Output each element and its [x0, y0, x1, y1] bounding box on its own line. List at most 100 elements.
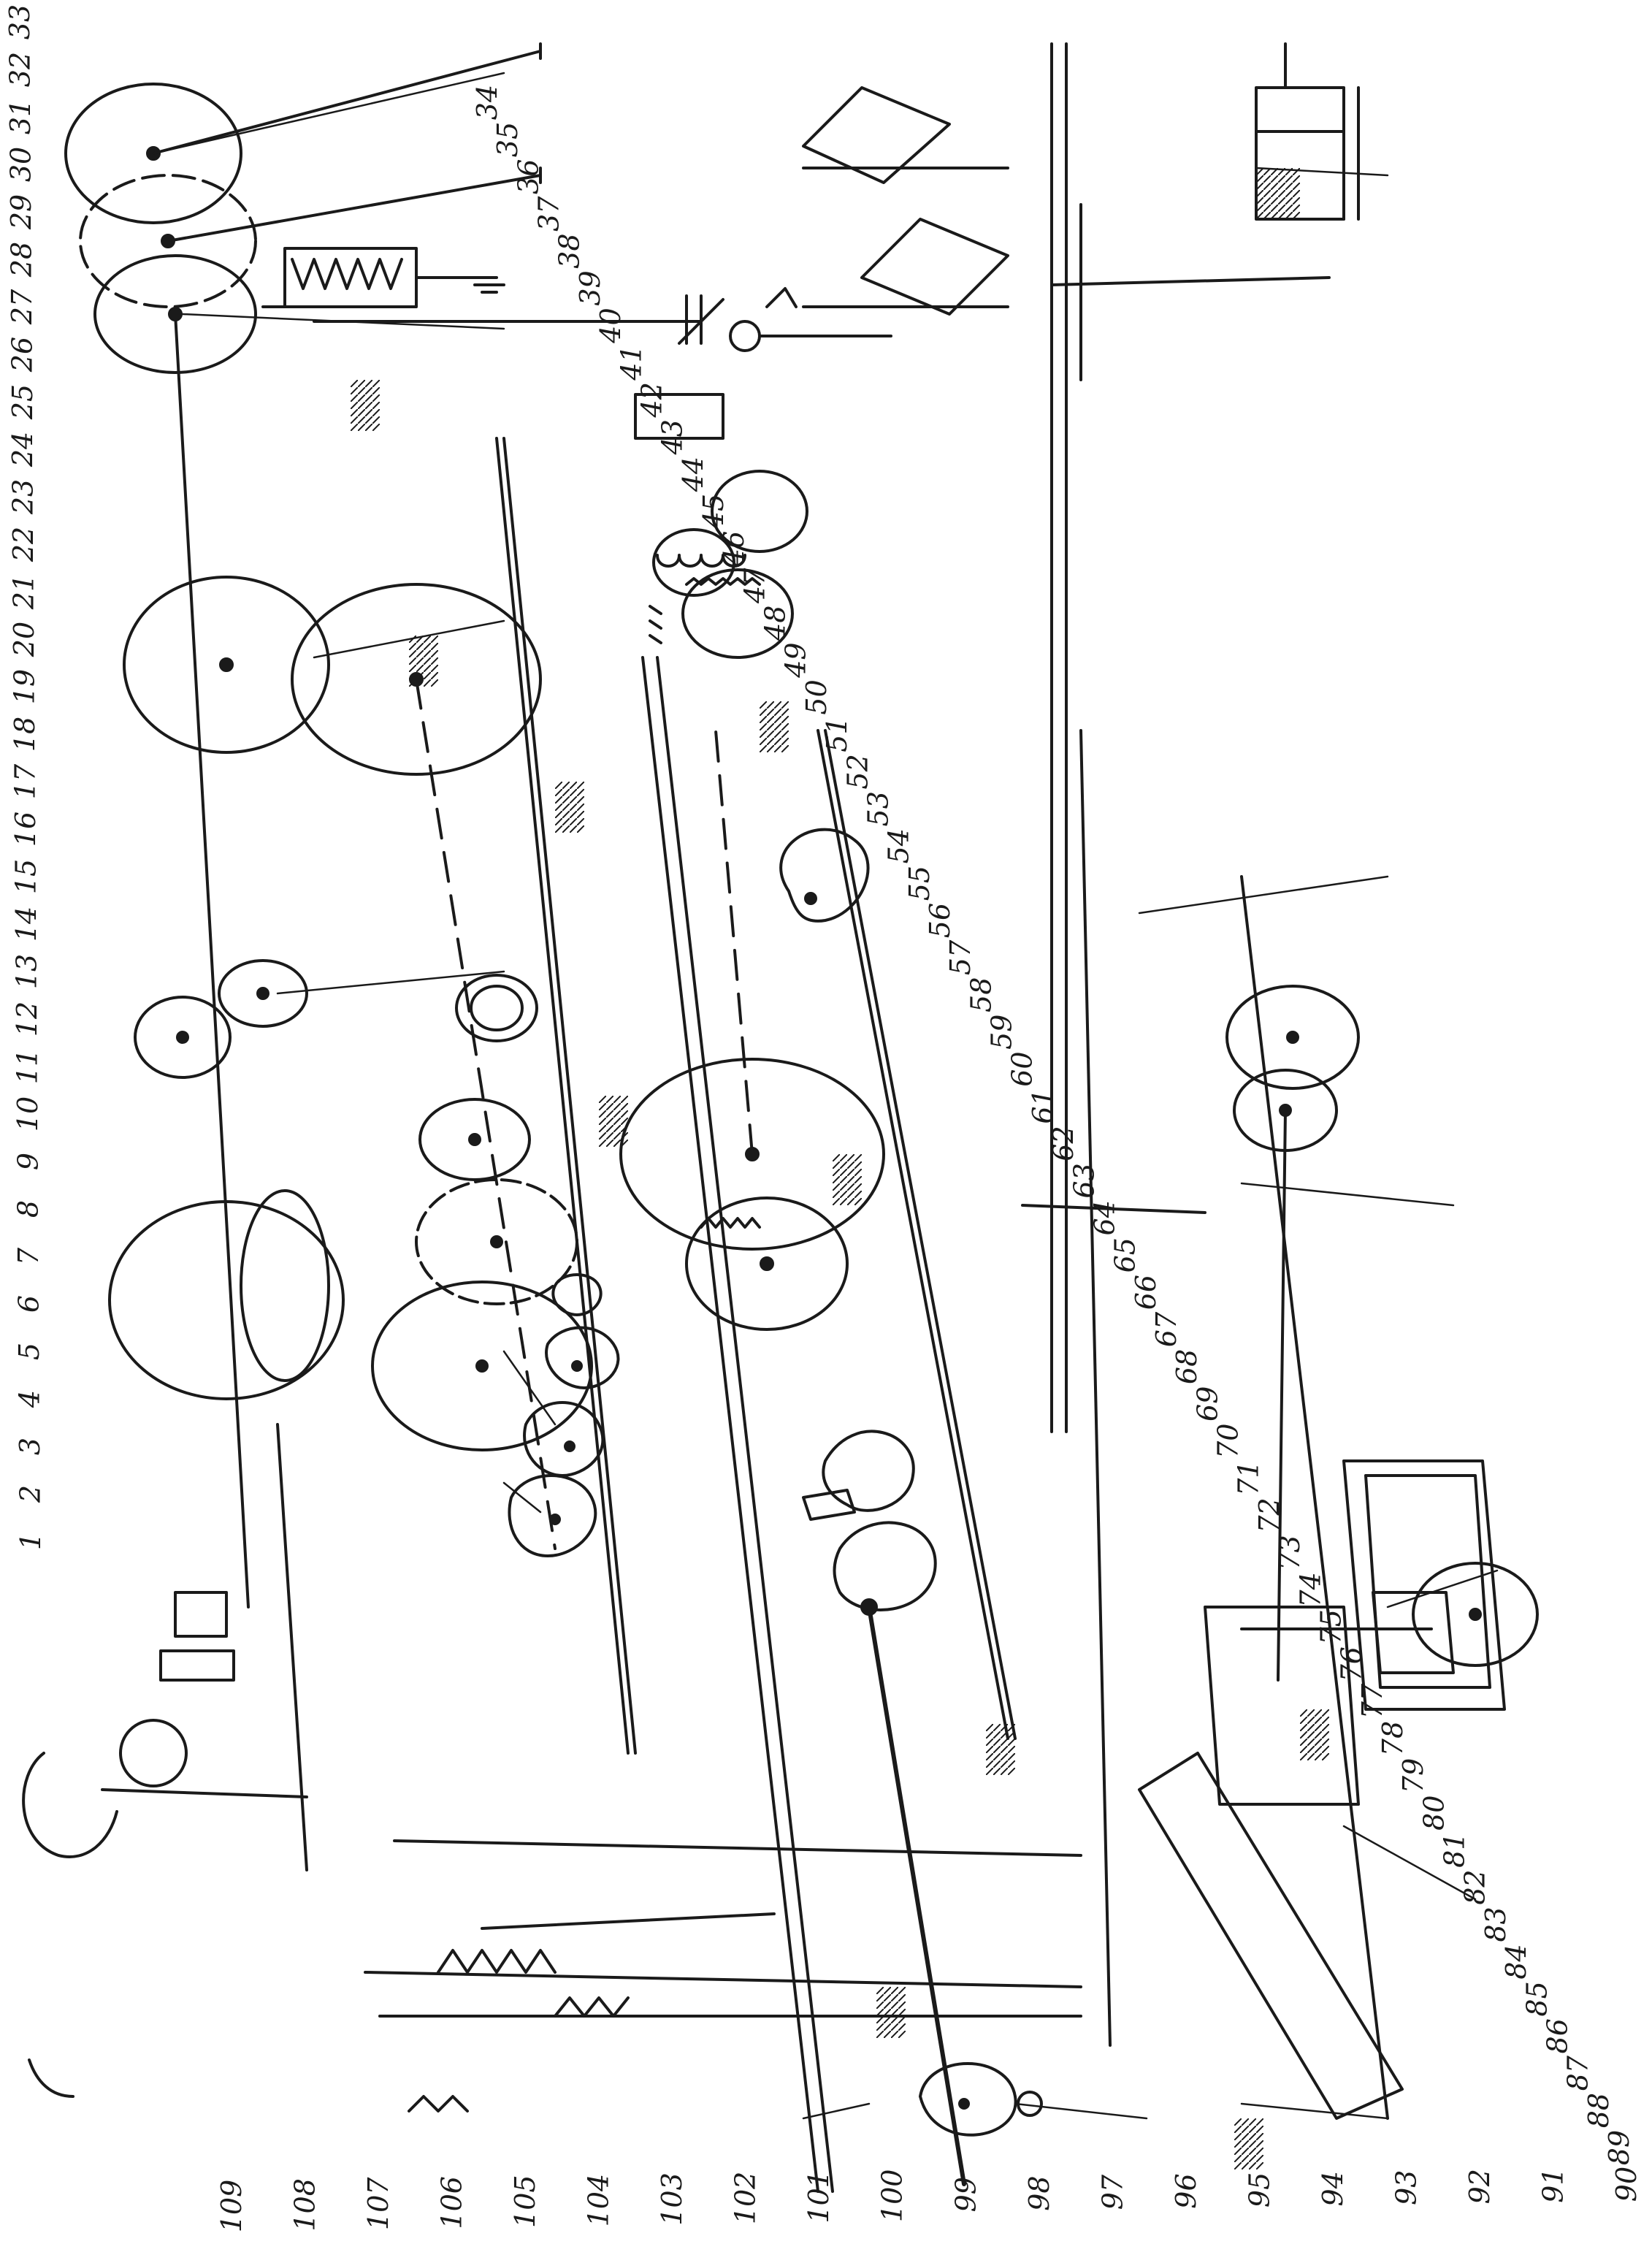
part-label-39: 39	[574, 270, 606, 305]
part-label-63: 63	[1068, 1163, 1100, 1198]
part-label-96: 96	[1170, 2173, 1202, 2208]
part-label-2: 2	[15, 1485, 47, 1503]
part-label-70: 70	[1212, 1424, 1244, 1459]
part-label-94: 94	[1317, 2171, 1349, 2206]
part-label-107: 107	[362, 2177, 394, 2230]
part-label-53: 53	[863, 791, 895, 826]
part-label-77: 77	[1356, 1683, 1388, 1719]
part-label-44: 44	[677, 457, 709, 492]
part-label-82: 82	[1459, 1869, 1491, 1904]
part-label-104: 104	[583, 2174, 615, 2227]
part-label-24: 24	[7, 432, 39, 468]
part-label-8: 8	[12, 1200, 45, 1218]
part-label-106: 106	[436, 2176, 468, 2229]
part-label-81: 81	[1439, 1833, 1471, 1868]
part-label-72: 72	[1253, 1497, 1285, 1533]
part-label-35: 35	[492, 122, 524, 157]
bracket-assembly-top-right	[802, 42, 1360, 1433]
part-label-57: 57	[944, 939, 976, 975]
part-label-33: 33	[4, 4, 36, 39]
part-label-87: 87	[1562, 2055, 1594, 2091]
part-label-101: 101	[803, 2170, 835, 2224]
gear-group-46-49	[649, 470, 808, 659]
part-label-66: 66	[1130, 1275, 1162, 1310]
central-gear-train	[108, 959, 593, 1451]
part-labels-top-right-block: 3435363738394041424344454647484950515253…	[471, 85, 1635, 2165]
part-label-5: 5	[13, 1343, 45, 1360]
part-label-43: 43	[657, 419, 689, 455]
mechanism-drawing	[22, 42, 1539, 2193]
part-label-98: 98	[1023, 2175, 1055, 2210]
part-label-32: 32	[4, 52, 37, 87]
part-label-55: 55	[903, 866, 936, 901]
part-label-47: 47	[738, 568, 770, 604]
part-label-50: 50	[800, 679, 833, 714]
cam-96	[919, 2062, 1043, 2137]
part-label-3: 3	[14, 1438, 46, 1455]
part-label-15: 15	[9, 859, 42, 894]
part-label-31: 31	[4, 99, 37, 134]
part-label-79: 79	[1397, 1758, 1429, 1793]
part-label-97: 97	[1096, 2174, 1128, 2210]
part-label-27: 27	[6, 289, 38, 325]
part-label-61: 61	[1027, 1088, 1059, 1123]
ground-supports	[351, 380, 1329, 2169]
part-label-54: 54	[883, 828, 915, 863]
part-label-21: 21	[8, 574, 40, 610]
part-label-45: 45	[697, 494, 730, 530]
part-label-40: 40	[594, 308, 627, 343]
part-label-64: 64	[1089, 1200, 1121, 1235]
part-label-84: 84	[1500, 1944, 1532, 1979]
part-label-22: 22	[7, 527, 39, 562]
part-label-49: 49	[780, 642, 812, 678]
part-label-17: 17	[9, 763, 42, 799]
pulley-group-top	[64, 42, 542, 374]
part-label-89: 89	[1603, 2130, 1635, 2165]
part-label-60: 60	[1006, 1051, 1039, 1086]
part-labels-right-margin: 1234567891011121314151617181920212223242…	[4, 4, 47, 1550]
part-label-30: 30	[4, 147, 37, 182]
part-label-85: 85	[1521, 1981, 1553, 2016]
left-rods-springs	[22, 1423, 1082, 2113]
part-label-1: 1	[15, 1533, 47, 1550]
part-label-65: 65	[1109, 1237, 1142, 1272]
slider-frame-assembly	[1138, 1459, 1506, 2120]
part-label-92: 92	[1464, 2169, 1496, 2204]
part-label-102: 102	[730, 2172, 762, 2225]
part-label-105: 105	[509, 2175, 541, 2228]
part-label-23: 23	[7, 479, 39, 515]
part-label-56: 56	[924, 903, 956, 938]
gear-pair-72-73	[1225, 985, 1360, 1682]
part-label-108: 108	[289, 2178, 321, 2232]
part-label-37: 37	[533, 196, 565, 232]
part-labels-left-margin: 9091929394959697989910010110210310410510…	[215, 2167, 1643, 2232]
part-label-71: 71	[1233, 1460, 1265, 1495]
cam-84	[1412, 1562, 1539, 1667]
part-label-25: 25	[7, 384, 39, 420]
part-label-62: 62	[1047, 1126, 1079, 1161]
gear-group-59-61	[619, 729, 885, 1331]
part-label-48: 48	[760, 606, 792, 641]
part-label-75: 75	[1315, 1609, 1347, 1644]
part-label-58: 58	[965, 977, 997, 1012]
part-label-67: 67	[1150, 1311, 1182, 1347]
part-label-4: 4	[14, 1390, 46, 1408]
part-label-7: 7	[12, 1247, 45, 1265]
part-label-38: 38	[554, 233, 586, 268]
part-label-80: 80	[1418, 1795, 1450, 1831]
part-label-16: 16	[9, 812, 42, 847]
part-label-10: 10	[12, 1096, 44, 1131]
part-label-68: 68	[1171, 1349, 1203, 1384]
part-label-90: 90	[1610, 2167, 1643, 2202]
part-label-59: 59	[986, 1015, 1018, 1050]
part-label-20: 20	[8, 622, 40, 657]
part-label-78: 78	[1377, 1721, 1409, 1756]
part-label-69: 69	[1191, 1386, 1223, 1421]
part-label-100: 100	[876, 2169, 909, 2223]
leader-lines	[152, 72, 1499, 2120]
part-label-83: 83	[1480, 1907, 1512, 1942]
part-label-46: 46	[718, 531, 750, 567]
part-label-29: 29	[5, 194, 37, 230]
part-label-51: 51	[821, 717, 853, 752]
